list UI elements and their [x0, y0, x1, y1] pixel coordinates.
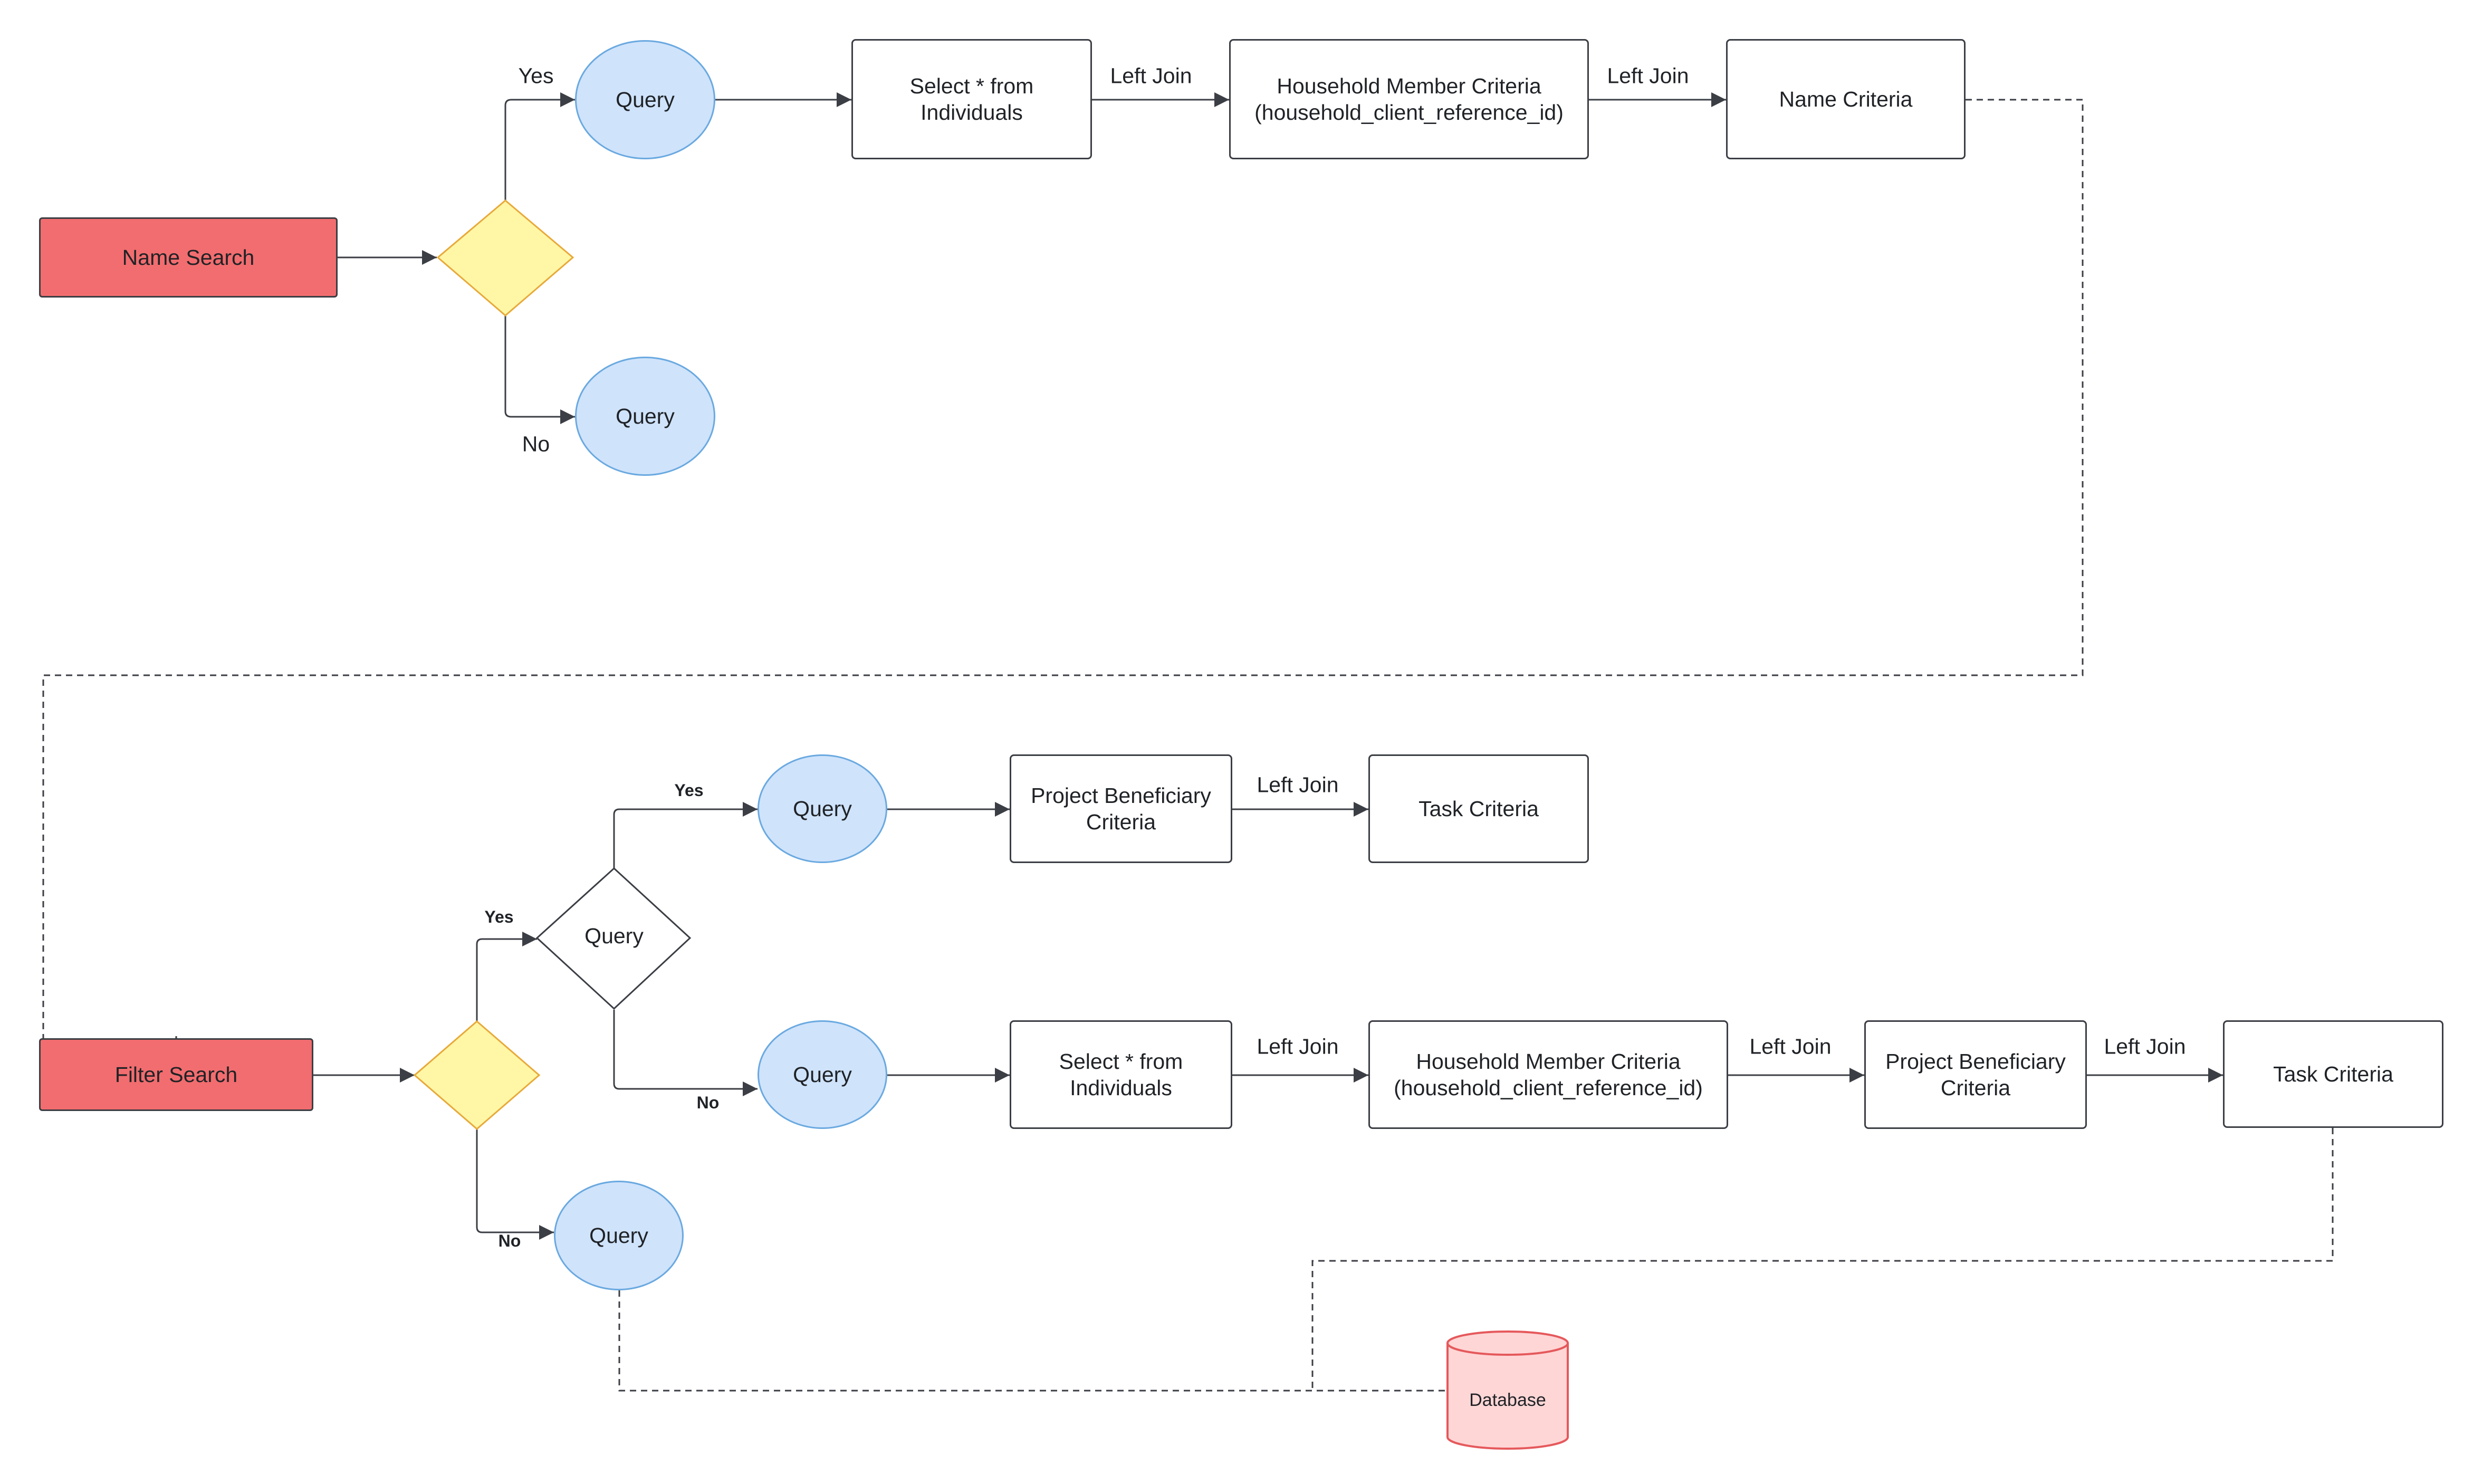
filter-search-start: Filter Search: [39, 1038, 313, 1111]
edge-label-left-join: Left Join: [1257, 772, 1339, 797]
decision-diamond-inner-query: [535, 867, 692, 1010]
household-member-criteria-box: Household Member Criteria (household_cli…: [1229, 39, 1589, 159]
decision-diamond-name-search: [436, 199, 574, 317]
query-label: Query: [589, 1223, 648, 1248]
select-individuals-label: Select * from Individuals: [909, 74, 1034, 125]
select-individuals-box: Select * from Individuals: [851, 39, 1092, 159]
edge-namecriteria-to-filtersearch-dashed: [42, 99, 2084, 1038]
name-search-start: Name Search: [39, 217, 338, 298]
query-node-name-no: Query: [575, 357, 715, 476]
edge-label-yes: Yes: [484, 907, 514, 926]
query-label: Query: [616, 404, 675, 428]
select-individuals-label: Select * from Individuals: [1059, 1049, 1183, 1100]
query-node-inner-no: Query: [758, 1020, 887, 1129]
name-criteria-box: Name Criteria: [1726, 39, 1966, 159]
edge-label-left-join: Left Join: [1749, 1034, 1832, 1059]
decision-diamond-filter-search: [413, 1020, 541, 1130]
household-member-criteria-label: Household Member Criteria (household_cli…: [1394, 1049, 1703, 1100]
edge-label-left-join: Left Join: [2104, 1034, 2186, 1059]
task-criteria-label: Task Criteria: [2273, 1062, 2393, 1086]
filter-search-label: Filter Search: [114, 1062, 238, 1087]
task-criteria-box-top: Task Criteria: [1368, 754, 1589, 863]
query-label: Query: [793, 1062, 852, 1087]
project-beneficiary-criteria-label: Project Beneficiary Criteria: [1885, 1049, 2066, 1100]
edge-decision-yes-to-inner-decision: [476, 932, 537, 1021]
edge-decision-yes-to-query: [504, 92, 575, 200]
project-beneficiary-criteria-box-top: Project Beneficiary Criteria: [1010, 754, 1232, 863]
edge-inner-no-to-query: [613, 1010, 758, 1096]
task-criteria-box: Task Criteria: [2223, 1020, 2443, 1128]
edge-inner-yes-to-query: [613, 802, 758, 868]
query-label: Query: [616, 88, 675, 112]
task-criteria-label: Task Criteria: [1418, 797, 1539, 821]
household-member-criteria-label: Household Member Criteria (household_cli…: [1254, 74, 1564, 125]
edge-task-to-database-dashed: [1311, 1128, 2334, 1391]
query-node-name-yes: Query: [575, 40, 715, 159]
project-beneficiary-criteria-box: Project Beneficiary Criteria: [1864, 1020, 2087, 1129]
edge-label-yes: Yes: [674, 781, 704, 800]
query-node-inner-yes: Query: [758, 754, 887, 863]
edge-label-no: No: [498, 1231, 521, 1250]
edge-decision-no-to-query: [504, 315, 575, 424]
query-label: Query: [793, 797, 852, 821]
name-search-label: Name Search: [122, 245, 255, 270]
household-member-criteria-box-filter: Household Member Criteria (household_cli…: [1368, 1020, 1728, 1129]
edge-label-no: No: [522, 432, 550, 456]
query-node-filter-no: Query: [554, 1181, 684, 1290]
edge-label-left-join: Left Join: [1110, 63, 1192, 88]
database-cylinder: [1446, 1330, 1569, 1450]
edge-label-left-join: Left Join: [1257, 1034, 1339, 1059]
project-beneficiary-criteria-label: Project Beneficiary Criteria: [1031, 783, 1211, 834]
database-label: Database: [1469, 1390, 1546, 1410]
edge-label-yes: Yes: [518, 63, 554, 88]
inner-decision-label: Query: [584, 924, 644, 948]
edge-label-left-join: Left Join: [1607, 63, 1689, 88]
edge-query-no-to-database-dashed: [618, 1290, 1448, 1392]
select-individuals-box-filter: Select * from Individuals: [1010, 1020, 1232, 1129]
edge-label-no: No: [696, 1093, 720, 1112]
name-criteria-label: Name Criteria: [1779, 87, 1913, 111]
edge-decision-no-to-query: [476, 1129, 554, 1240]
